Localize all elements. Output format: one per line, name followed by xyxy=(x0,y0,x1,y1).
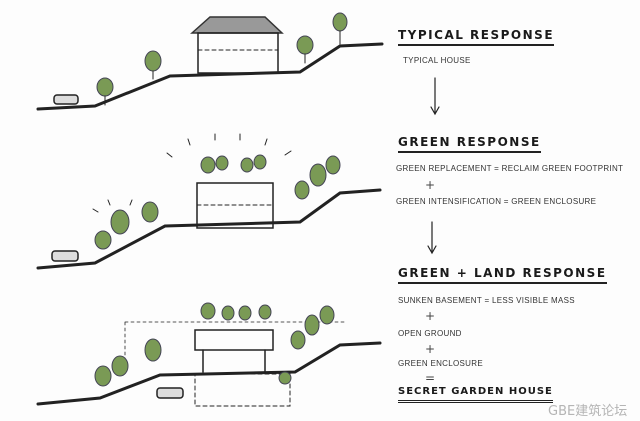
tree-icon xyxy=(144,338,162,362)
tree-icon xyxy=(290,330,306,350)
tree-icon xyxy=(238,305,252,321)
radiating-lines xyxy=(92,133,292,213)
tree-icon xyxy=(253,154,267,170)
tree-icon xyxy=(294,180,310,200)
tree-icon xyxy=(258,304,272,320)
plus-sign: + xyxy=(425,178,436,192)
label-sunken-basement: SUNKEN BASEMENT = LESS VISIBLE MASS xyxy=(398,296,575,305)
tree-icon xyxy=(110,209,130,235)
tree-icon xyxy=(309,163,327,187)
plus-sign: + xyxy=(425,309,436,323)
tree-icon xyxy=(240,157,254,173)
tree-icon xyxy=(144,50,162,72)
label-green-intensification: GREEN INTENSIFICATION = GREEN ENCLOSURE xyxy=(396,197,597,206)
watermark: GBE建筑论坛 xyxy=(548,404,628,419)
trees xyxy=(94,154,341,250)
car-icon xyxy=(51,250,79,262)
tree-icon xyxy=(278,371,292,385)
tree-icon xyxy=(296,35,314,55)
label-green-enclosure: GREEN ENCLOSURE xyxy=(398,359,483,368)
scene-typical xyxy=(36,12,384,111)
tree-icon xyxy=(141,201,159,223)
scene-green-land xyxy=(36,302,382,407)
arrow-down-icon xyxy=(430,77,440,116)
car-icon xyxy=(53,94,79,105)
tree-icon xyxy=(94,365,112,387)
plus-sign: + xyxy=(425,342,436,356)
house-body xyxy=(197,32,279,74)
scene-green xyxy=(36,133,382,270)
tree-trunks xyxy=(104,30,341,106)
trees xyxy=(96,12,348,97)
tree-icon xyxy=(325,155,341,175)
car-icon xyxy=(156,387,184,399)
tree-icon xyxy=(332,12,348,32)
ground-line xyxy=(36,42,384,111)
columns xyxy=(202,349,266,373)
label-secret-garden-house: SECRET GARDEN HOUSE xyxy=(398,386,553,403)
heading-green-land-response: GREEN + LAND RESPONSE xyxy=(398,266,607,284)
trees xyxy=(94,302,335,387)
tree-icon xyxy=(200,302,216,320)
heading-typical-response: TYPICAL RESPONSE xyxy=(398,28,555,46)
upper-volume xyxy=(194,329,274,351)
ground-line xyxy=(36,341,382,406)
tree-icon xyxy=(96,77,114,97)
label-open-ground: OPEN GROUND xyxy=(398,329,462,338)
label-typical-house: TYPICAL HOUSE xyxy=(403,56,471,65)
flow-arrows xyxy=(427,77,440,255)
ground-line xyxy=(36,188,382,270)
arrow-down-icon xyxy=(427,221,437,255)
tree-icon xyxy=(304,314,320,336)
house-roof xyxy=(190,16,284,34)
sunken-basement xyxy=(194,373,291,407)
tree-icon xyxy=(111,355,129,377)
tree-icon xyxy=(94,230,112,250)
tree-icon xyxy=(319,305,335,325)
equals-sign: = xyxy=(425,371,436,385)
label-green-replacement: GREEN REPLACEMENT = RECLAIM GREEN FOOTPR… xyxy=(396,164,624,173)
tree-icon xyxy=(200,156,216,174)
heading-green-response: GREEN RESPONSE xyxy=(398,135,541,153)
tree-icon xyxy=(221,305,235,321)
tree-icon xyxy=(215,155,229,171)
